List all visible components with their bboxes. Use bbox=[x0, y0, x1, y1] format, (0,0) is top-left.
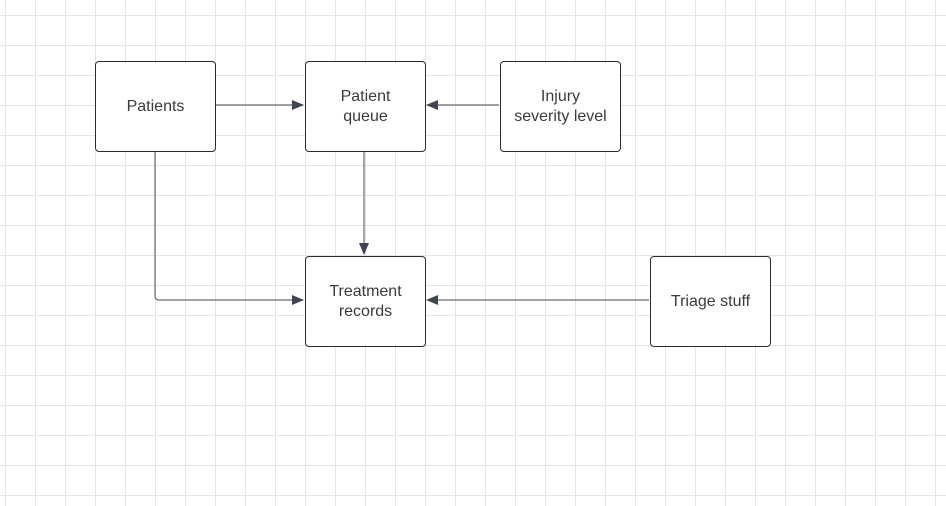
node-patient-queue[interactable]: Patient queue bbox=[305, 61, 426, 152]
node-treatment-records-label: Treatment records bbox=[329, 282, 402, 320]
node-triage-stuff-label: Triage stuff bbox=[670, 292, 751, 310]
node-treatment-records[interactable]: Treatment records bbox=[305, 256, 426, 347]
node-injury-severity-level[interactable]: Injury severity level bbox=[500, 61, 621, 152]
node-triage-stuff[interactable]: Triage stuff bbox=[650, 256, 771, 347]
edge-patients-to-records[interactable] bbox=[154, 152, 304, 305]
node-injury-severity-level-label: Injury severity level bbox=[514, 87, 607, 125]
node-patients[interactable]: Patients bbox=[95, 61, 216, 152]
node-patient-queue-label: Patient queue bbox=[340, 87, 391, 125]
node-patients-label: Patients bbox=[126, 97, 185, 115]
